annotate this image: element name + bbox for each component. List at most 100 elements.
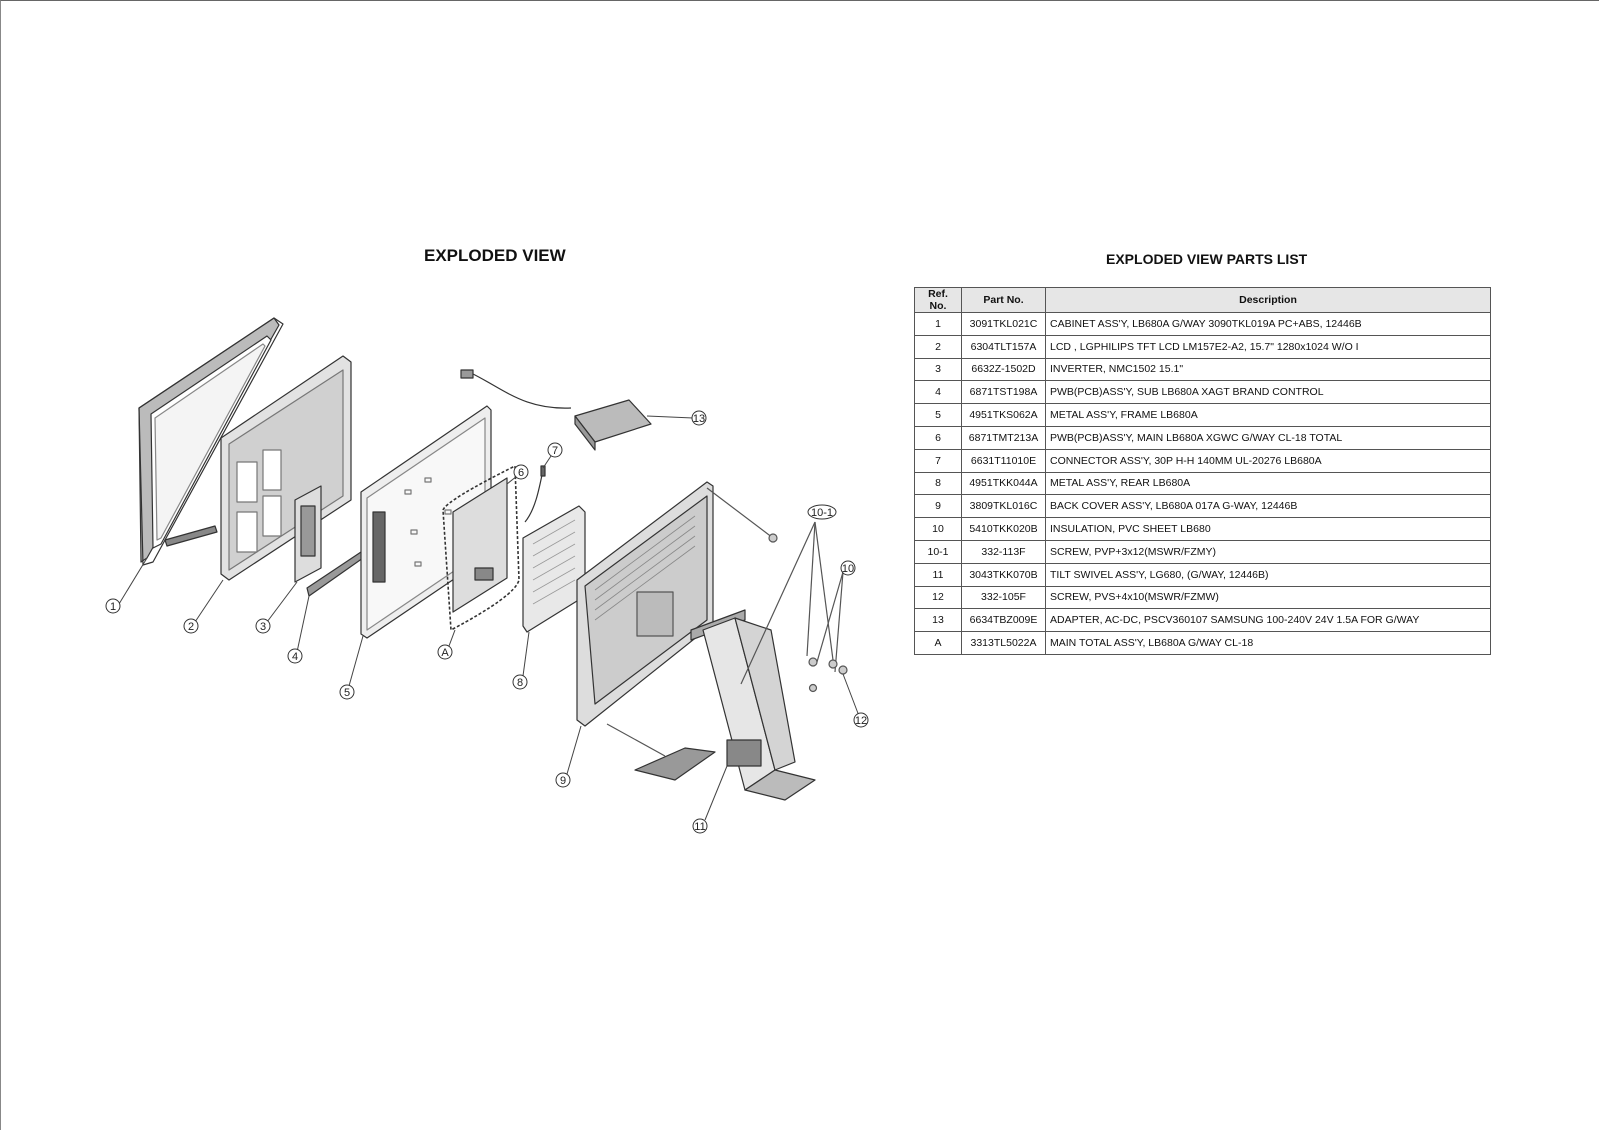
ref-no: 6 <box>914 425 962 450</box>
description: INVERTER, NMC1502 15.1" <box>1045 357 1491 382</box>
description: BACK COVER ASS'Y, LB680A 017A G-WAY, 124… <box>1045 494 1491 519</box>
ref-no: 7 <box>914 448 962 473</box>
header-description: Description <box>1045 287 1491 313</box>
svg-text:8: 8 <box>517 677 523 689</box>
svg-text:10-1: 10-1 <box>811 507 833 519</box>
description: PWB(PCB)ASS'Y, MAIN LB680A XGWC G/WAY CL… <box>1045 425 1491 450</box>
ref-no: 11 <box>914 562 962 587</box>
description: ADAPTER, AC-DC, PSCV360107 SAMSUNG 100-2… <box>1045 608 1491 633</box>
part-no: 3809TKL016C <box>961 494 1046 519</box>
exploded-view-title: EXPLODED VIEW <box>424 246 566 265</box>
callout-13: 13 <box>691 410 707 426</box>
description: SCREW, PVS+4x10(MSWR/FZMW) <box>1045 585 1491 610</box>
svg-text:4: 4 <box>292 651 298 663</box>
description: SCREW, PVP+3x12(MSWR/FZMY) <box>1045 539 1491 564</box>
ref-no: 12 <box>914 585 962 610</box>
ref-no: 13 <box>914 608 962 633</box>
callout-4: 4 <box>287 648 303 664</box>
svg-text:7: 7 <box>552 445 558 457</box>
callout-5: 5 <box>339 684 355 700</box>
part-main-pcb <box>442 465 520 631</box>
part-metal-frame <box>360 405 492 639</box>
ref-no: 9 <box>914 494 962 519</box>
svg-text:3: 3 <box>260 621 266 633</box>
description: METAL ASS'Y, FRAME LB680A <box>1045 403 1491 427</box>
part-no: 4951TKK044A <box>961 471 1046 496</box>
description: TILT SWIVEL ASS'Y, LG680, (G/WAY, 12446B… <box>1045 562 1491 587</box>
callout-6: 6 <box>513 464 529 480</box>
parts-list-title: EXPLODED VIEW PARTS LIST <box>1106 251 1308 267</box>
ref-no: 8 <box>914 471 962 496</box>
svg-text:10: 10 <box>842 563 854 575</box>
part-lcd-panel <box>220 355 352 581</box>
part-back-cover <box>576 481 714 727</box>
svg-text:A: A <box>441 647 449 659</box>
part-no: 3313TL5022A <box>961 631 1046 655</box>
description: CONNECTOR ASS'Y, 30P H-H 140MM UL-20276 … <box>1045 448 1491 473</box>
part-cabinet-bezel <box>138 317 284 566</box>
callout-9: 9 <box>555 772 571 788</box>
screws <box>606 487 848 757</box>
header-ref-no: Ref. No. <box>914 287 962 313</box>
part-no: 6634TBZ009E <box>961 608 1046 633</box>
part-no: 6304TLT157A <box>961 334 1046 359</box>
description: MAIN TOTAL ASS'Y, LB680A G/WAY CL-18 <box>1045 631 1491 655</box>
description: METAL ASS'Y, REAR LB680A <box>1045 471 1491 496</box>
callout-10-1: 10-1 <box>807 504 837 520</box>
description: LCD , LGPHILIPS TFT LCD LM157E2-A2, 15.7… <box>1045 334 1491 359</box>
callout-11: 11 <box>692 818 708 834</box>
part-tilt-swivel-stand <box>634 609 816 801</box>
callout-2: 2 <box>183 618 199 634</box>
callout-12: 12 <box>853 712 869 728</box>
ref-no: 5 <box>914 403 962 427</box>
header-part-no: Part No. <box>961 287 1046 313</box>
part-no: 332-113F <box>961 539 1046 564</box>
part-no: 6631T11010E <box>961 448 1046 473</box>
part-connector-cable <box>524 465 546 523</box>
callout-8: 8 <box>512 674 528 690</box>
part-ac-adapter <box>460 369 652 451</box>
svg-text:13: 13 <box>693 413 705 425</box>
part-no: 6632Z-1502D <box>961 357 1046 382</box>
ref-no: 10-1 <box>914 539 962 564</box>
callout-10: 10 <box>840 560 856 576</box>
svg-text:1: 1 <box>110 601 116 613</box>
ref-no: 3 <box>914 357 962 382</box>
description: INSULATION, PVC SHEET LB680 <box>1045 517 1491 541</box>
table-header-row: Ref. No. Part No. Description <box>914 287 1491 313</box>
callout-A: A <box>437 644 453 660</box>
callout-3: 3 <box>255 618 271 634</box>
part-no: 4951TKS062A <box>961 403 1046 427</box>
callout-leaders <box>118 415 860 821</box>
part-no: 332-105F <box>961 585 1046 610</box>
part-no: 6871TMT213A <box>961 425 1046 450</box>
part-no: 3043TKK070B <box>961 562 1046 587</box>
svg-text:5: 5 <box>344 687 350 699</box>
svg-text:12: 12 <box>855 715 867 727</box>
part-no: 6871TST198A <box>961 380 1046 405</box>
svg-text:9: 9 <box>560 775 566 787</box>
ref-no: 4 <box>914 380 962 405</box>
svg-text:6: 6 <box>518 467 524 479</box>
callout-1: 1 <box>105 598 121 614</box>
part-inverter <box>294 485 322 583</box>
exploded-view-diagram: 1 2 3 4 5 6 7 8 9 10 10-1 11 12 13 A <box>105 317 869 834</box>
part-no: 3091TKL021C <box>961 312 1046 336</box>
ref-no: A <box>914 631 962 655</box>
